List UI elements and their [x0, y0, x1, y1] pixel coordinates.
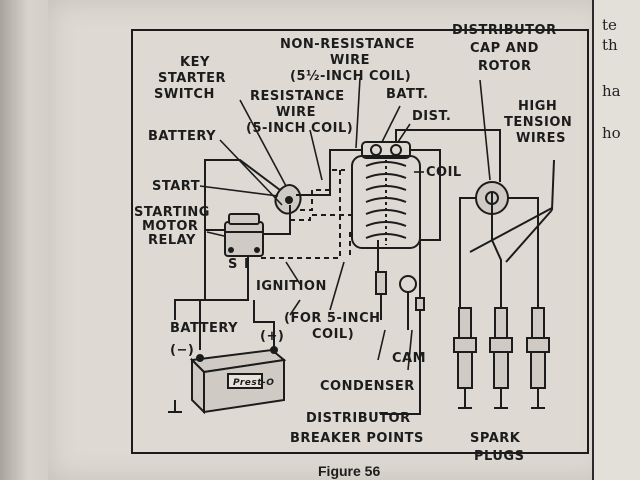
label-battery-bottom: BATTERY [170, 321, 238, 336]
label-s-terminal: S [228, 257, 238, 272]
label-distributor-cap-2: CAP AND [470, 41, 539, 56]
ignition-coil [351, 141, 421, 249]
starting-motor-relay [224, 213, 264, 257]
book-page [48, 0, 608, 480]
label-condenser: CONDENSER [320, 379, 415, 394]
label-minus: (−) [170, 343, 194, 358]
label-batt: BATT. [386, 87, 428, 102]
label-i-terminal: I [244, 257, 249, 272]
label-breaker-points-1: DISTRIBUTOR [306, 411, 411, 426]
spark-plug-2 [489, 307, 513, 409]
label-for-5-inch-coil-1: (FOR 5-INCH [284, 311, 381, 326]
facing-page-text-3: ha [602, 82, 621, 100]
key-starter-switch [274, 184, 302, 215]
distributor-cap-rotor [475, 181, 509, 215]
label-high-tension-2: TENSION [504, 115, 572, 130]
label-for-5-inch-coil-2: COIL) [312, 327, 354, 342]
label-start: START [152, 179, 200, 194]
label-plus: (+) [260, 329, 284, 344]
label-non-resistance-wire-1: NON-RESISTANCE [280, 37, 415, 52]
label-pointer-lines [199, 77, 491, 371]
figure-frame [131, 29, 589, 454]
label-spark-plugs-1: SPARK [470, 431, 521, 446]
label-key-starter-switch-3: SWITCH [154, 87, 215, 102]
figure-caption: Figure 56 [318, 463, 380, 479]
battery-brand-label: Prest-O [233, 378, 274, 388]
label-non-resistance-wire-2: WIRE [330, 53, 370, 68]
label-spark-plugs-2: PLUGS [474, 449, 524, 464]
label-resistance-wire-2: WIRE [276, 105, 316, 120]
label-coil: COIL [426, 165, 462, 180]
label-high-tension-1: HIGH [518, 99, 557, 114]
label-key-starter-switch-1: KEY [180, 55, 210, 70]
label-starting-motor-relay-1: STARTING [134, 205, 210, 220]
facing-page-text-4: ho [602, 124, 621, 142]
label-distributor-cap-3: ROTOR [478, 59, 532, 74]
label-non-resistance-wire-3: (5½-INCH COIL) [290, 69, 411, 84]
label-starting-motor-relay-2: MOTOR [142, 219, 198, 234]
label-high-tension-3: WIRES [516, 131, 566, 146]
label-ignition: IGNITION [256, 279, 327, 294]
label-starting-motor-relay-3: RELAY [148, 233, 196, 248]
label-cam: CAM [392, 351, 426, 366]
label-battery-top: BATTERY [148, 129, 216, 144]
battery [189, 346, 287, 415]
label-breaker-points-2: BREAKER POINTS [290, 431, 424, 446]
facing-page-text-2: th [602, 36, 618, 54]
spark-plug-1 [453, 307, 477, 409]
label-resistance-wire-3: (5-INCH COIL) [246, 121, 353, 136]
facing-page: te th ha ho [592, 0, 640, 480]
facing-page-text-1: te [602, 16, 617, 34]
breaker-point-assembly [375, 270, 425, 311]
label-distributor-cap-1: DISTRIBUTOR [452, 23, 557, 38]
spark-plug-3 [526, 307, 550, 409]
label-dist: DIST. [412, 109, 451, 124]
label-key-starter-switch-2: STARTER [158, 71, 226, 86]
label-resistance-wire-1: RESISTANCE [250, 89, 345, 104]
wiring-dashed [258, 169, 352, 259]
